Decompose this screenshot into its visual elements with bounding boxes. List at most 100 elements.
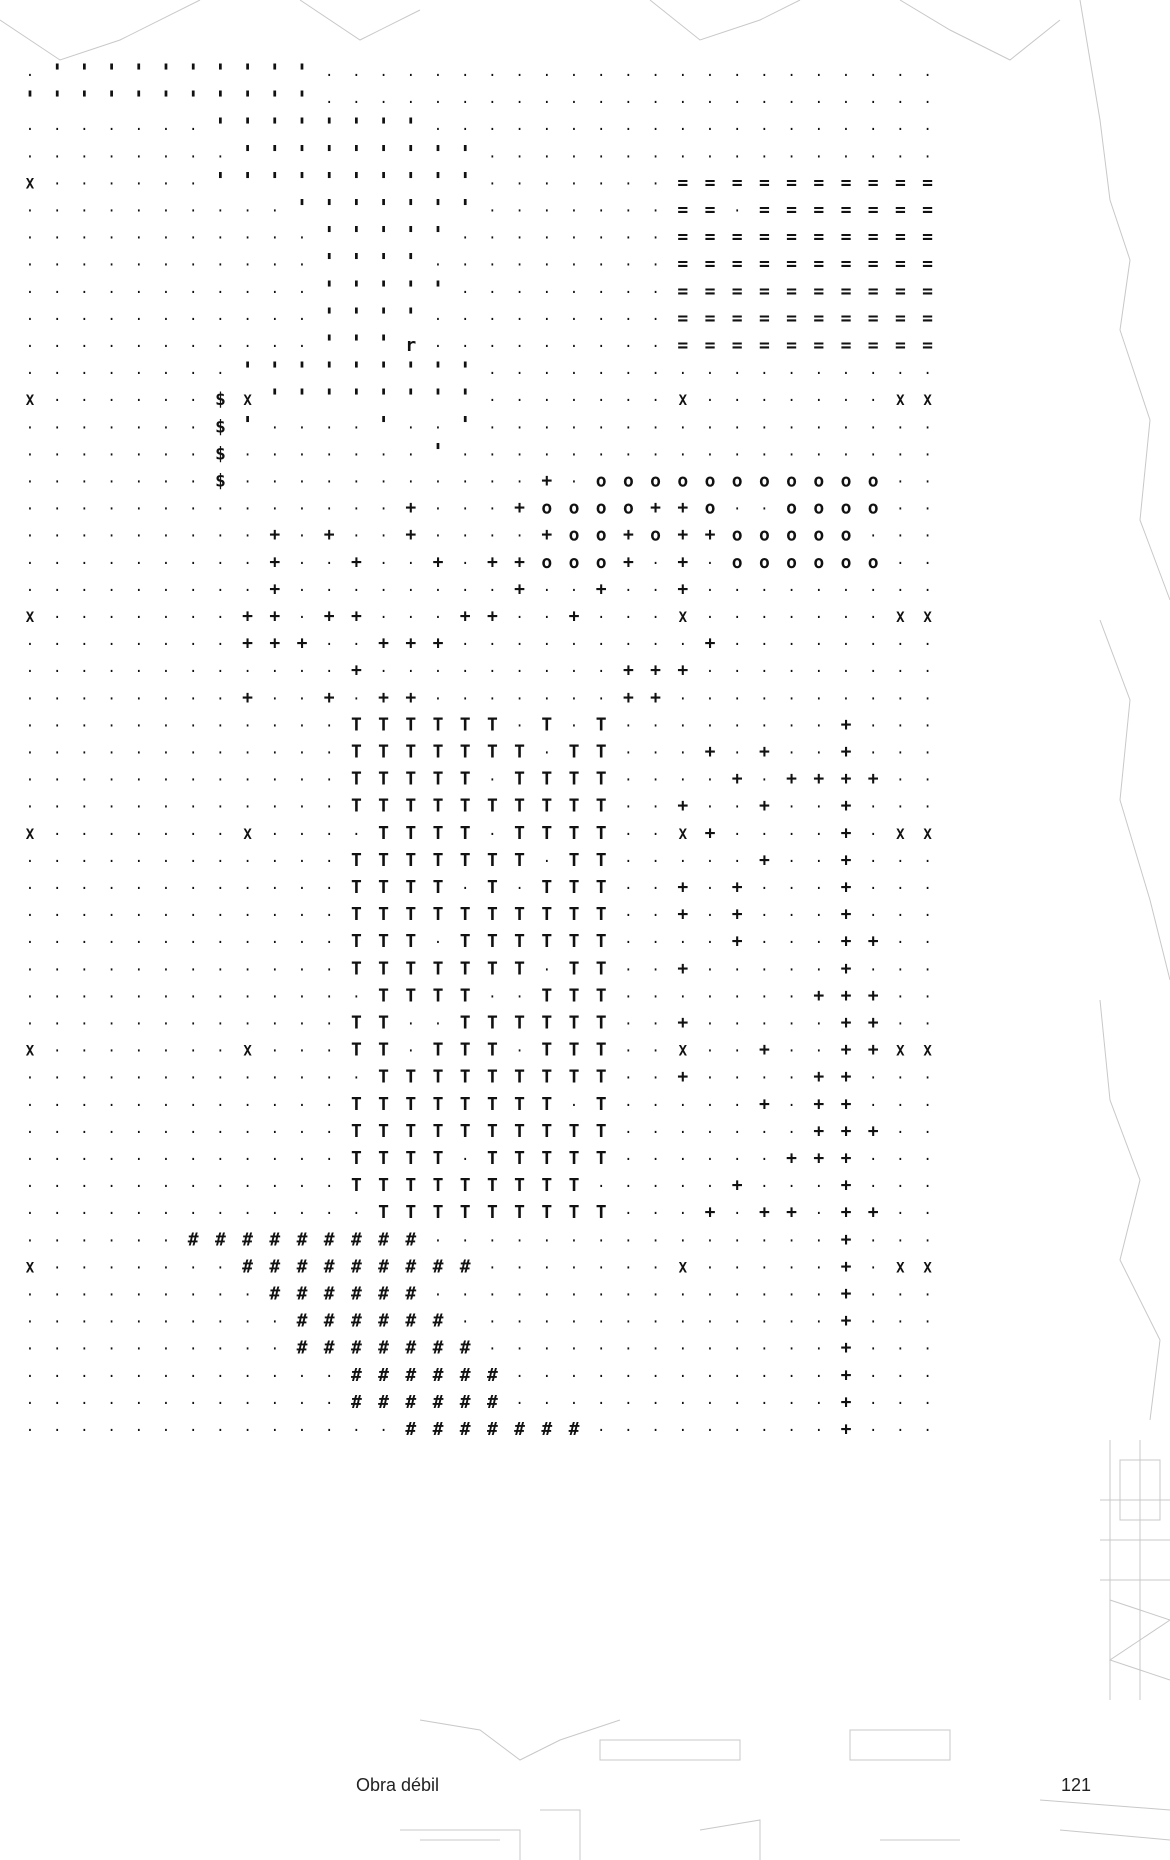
- grid-dot: ·: [434, 312, 442, 328]
- typed-symbol: T: [596, 931, 607, 952]
- grid-dot: ·: [760, 908, 768, 924]
- grid-dot: ·: [80, 285, 88, 301]
- grid-dot: ·: [706, 691, 714, 707]
- grid-dot: ·: [298, 339, 306, 355]
- grid-dot: ·: [189, 447, 197, 463]
- typed-symbol: +: [732, 1175, 743, 1196]
- grid-dot: ·: [135, 1233, 143, 1249]
- grid-marker: X: [26, 1260, 35, 1276]
- grid-dot: ·: [135, 1260, 143, 1276]
- typed-symbol: +: [841, 1094, 852, 1115]
- grid-dot: ·: [488, 475, 496, 491]
- grid-dot: ·: [923, 1315, 931, 1331]
- typed-symbol: ': [323, 278, 336, 303]
- grid-dot: ·: [325, 800, 333, 816]
- typed-symbol: ': [241, 61, 254, 86]
- grid-dot: ·: [216, 285, 224, 301]
- grid-dot: ·: [107, 447, 115, 463]
- typed-symbol: #: [242, 1229, 253, 1250]
- grid-dot: ·: [597, 285, 605, 301]
- typed-symbol: T: [433, 742, 444, 763]
- typed-symbol: #: [433, 1338, 444, 1359]
- grid-dot: ·: [597, 393, 605, 409]
- typed-symbol: T: [405, 958, 416, 979]
- grid-dot: ·: [162, 1369, 170, 1385]
- grid-dot: ·: [842, 122, 850, 138]
- grid-dot: ·: [651, 1260, 659, 1276]
- grid-dot: ·: [896, 1125, 904, 1141]
- grid-dot: ·: [26, 962, 34, 978]
- grid-dot: ·: [135, 1369, 143, 1385]
- typed-symbol: =: [813, 172, 824, 193]
- typed-symbol: =: [868, 335, 879, 356]
- grid-dot: ·: [53, 366, 61, 382]
- grid-dot: ·: [923, 1125, 931, 1141]
- grid-dot: ·: [923, 502, 931, 518]
- grid-dot: ·: [216, 339, 224, 355]
- grid-dot: ·: [80, 231, 88, 247]
- typed-symbol: T: [596, 958, 607, 979]
- typed-symbol: +: [841, 714, 852, 735]
- grid-dot: ·: [26, 339, 34, 355]
- grid-dot: ·: [53, 475, 61, 491]
- grid-dot: ·: [271, 1071, 279, 1087]
- grid-dot: ·: [597, 1260, 605, 1276]
- grid-dot: ·: [597, 1369, 605, 1385]
- typed-symbol: T: [351, 877, 362, 898]
- grid-dot: ·: [651, 1342, 659, 1358]
- grid-dot: ·: [216, 746, 224, 762]
- grid-dot: ·: [243, 556, 251, 572]
- grid-dot: ·: [162, 1423, 170, 1439]
- typed-symbol: +: [650, 660, 661, 681]
- typed-symbol: =: [677, 200, 688, 221]
- typed-symbol: ': [350, 251, 363, 276]
- grid-dot: ·: [135, 1071, 143, 1087]
- grid-dot: ·: [651, 1233, 659, 1249]
- typed-symbol: ': [377, 332, 390, 357]
- grid-dot: ·: [515, 1342, 523, 1358]
- typed-symbol: ': [459, 386, 472, 411]
- grid-dot: ·: [325, 1206, 333, 1222]
- grid-dot: ·: [896, 1152, 904, 1168]
- grid-dot: ·: [515, 1260, 523, 1276]
- grid-dot: ·: [162, 718, 170, 734]
- typed-symbol: o: [596, 552, 607, 573]
- typed-symbol: +: [351, 660, 362, 681]
- grid-dot: ·: [896, 800, 904, 816]
- typed-symbol: =: [868, 172, 879, 193]
- typed-symbol: +: [759, 1094, 770, 1115]
- grid-dot: ·: [733, 149, 741, 165]
- typed-symbol: ': [159, 61, 172, 86]
- grid-dot: ·: [352, 502, 360, 518]
- typed-symbol: #: [324, 1256, 335, 1277]
- grid-dot: ·: [53, 1179, 61, 1195]
- typed-symbol: T: [541, 1040, 552, 1061]
- grid-dot: ·: [515, 1044, 523, 1060]
- grid-dot: ·: [135, 1288, 143, 1304]
- typed-symbol: T: [460, 1067, 471, 1088]
- grid-dot: ·: [869, 393, 877, 409]
- grid-dot: ·: [243, 1288, 251, 1304]
- grid-dot: ·: [80, 502, 88, 518]
- typed-symbol: =: [841, 335, 852, 356]
- grid-dot: ·: [271, 258, 279, 274]
- typed-symbol: T: [487, 958, 498, 979]
- grid-dot: ·: [135, 800, 143, 816]
- grid-dot: ·: [896, 637, 904, 653]
- grid-dot: ·: [896, 664, 904, 680]
- grid-dot: ·: [488, 1315, 496, 1331]
- grid-dot: ·: [135, 935, 143, 951]
- grid-dot: ·: [787, 1342, 795, 1358]
- grid-dot: ·: [787, 610, 795, 626]
- grid-dot: ·: [162, 1233, 170, 1249]
- grid-dot: ·: [651, 1071, 659, 1087]
- typed-symbol: +: [677, 1067, 688, 1088]
- typed-symbol: =: [759, 335, 770, 356]
- grid-dot: ·: [543, 610, 551, 626]
- grid-dot: ·: [651, 420, 659, 436]
- grid-dot: ·: [434, 475, 442, 491]
- grid-dot: ·: [488, 529, 496, 545]
- grid-dot: ·: [434, 1288, 442, 1304]
- typed-symbol: o: [705, 498, 716, 519]
- typed-symbol: T: [514, 769, 525, 790]
